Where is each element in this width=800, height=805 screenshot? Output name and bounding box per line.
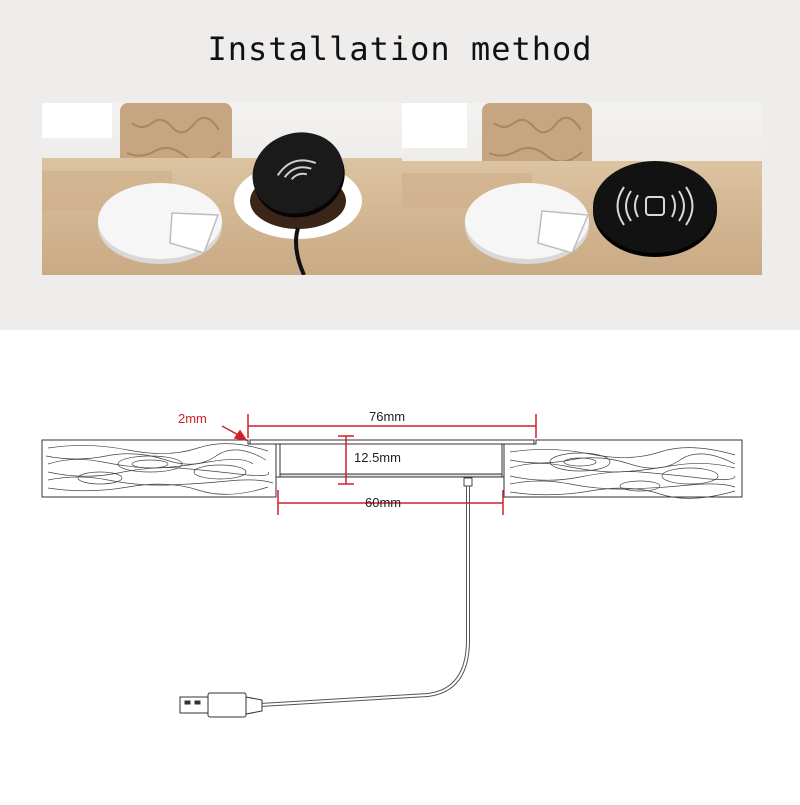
dimension-label-top-width: 76mm xyxy=(369,409,405,424)
dimension-diagram: 2mm 76mm 12.5mm 60mm xyxy=(41,409,743,718)
wireless-signal-icon xyxy=(616,186,694,226)
dimension-label-depth: 12.5mm xyxy=(354,450,401,465)
dimension-label-hole-width: 60mm xyxy=(365,495,401,510)
photo-installed-illustration xyxy=(402,103,762,275)
wireless-charger-tilted xyxy=(252,132,345,218)
wood-grain-right xyxy=(509,447,736,499)
wood-grain-left xyxy=(45,443,274,495)
dimension-label-lip: 2mm xyxy=(178,411,207,426)
photo-insertion-illustration xyxy=(42,103,402,275)
charger-cross-section xyxy=(249,439,535,478)
white-box xyxy=(402,103,467,148)
photo-insertion-step xyxy=(42,103,402,275)
white-box xyxy=(42,103,112,138)
installation-diagram: 2mm 76mm 12.5mm 60mm xyxy=(0,330,800,800)
charger-cable xyxy=(294,227,306,275)
usb-plug-icon xyxy=(179,692,263,718)
photo-installed-step xyxy=(402,103,762,275)
dimension-lines xyxy=(221,414,537,515)
usb-cable xyxy=(259,477,473,707)
page-title: Installation method xyxy=(207,30,593,68)
grommet-flap xyxy=(537,210,590,254)
installation-photo-panel: Installation method xyxy=(0,0,800,330)
wireless-charger-installed xyxy=(593,161,717,253)
grommet-flap xyxy=(169,212,220,254)
